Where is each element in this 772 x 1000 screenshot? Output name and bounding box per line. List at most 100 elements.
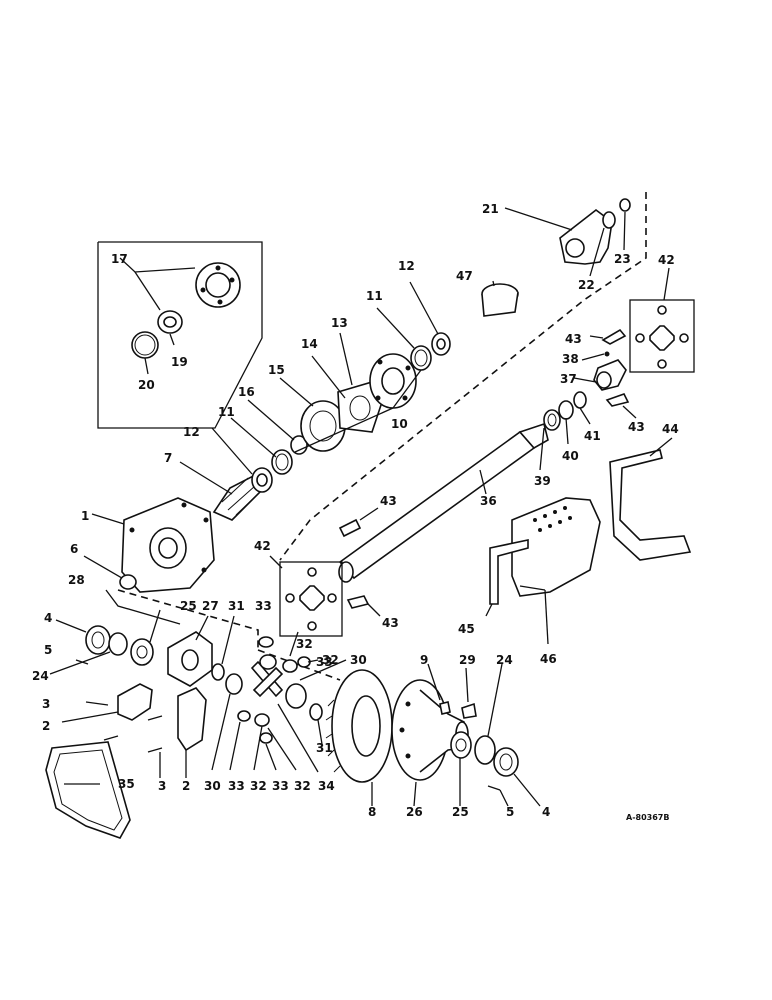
u-joint-inset-top	[629, 267, 695, 373]
callout-8: 8	[368, 805, 376, 819]
cup-11-right	[410, 345, 432, 371]
carrier-housing-1	[91, 497, 215, 593]
callout-44: 44	[662, 422, 679, 436]
callout-33-right: 33	[316, 655, 333, 669]
callout-33-lower: 33	[272, 779, 289, 793]
nut-6	[83, 555, 137, 590]
pinion-32-top	[259, 654, 277, 670]
ring-41	[573, 391, 587, 409]
side-gear-30-right	[285, 683, 307, 709]
callout-29: 29	[459, 653, 476, 667]
callout-10: 10	[391, 417, 408, 431]
bolt-3-upper	[85, 701, 109, 706]
drive-shaft-36	[338, 422, 549, 583]
callout-31-right: 31	[316, 741, 333, 755]
callout-24-right: 24	[496, 653, 513, 667]
callout-28: 28	[68, 573, 85, 587]
callout-2-lower: 2	[182, 779, 190, 793]
clip-43-shaft-upper	[338, 507, 379, 538]
bolt-3-lower	[147, 747, 163, 753]
callout-43-right: 43	[628, 420, 645, 434]
callout-25-left: 25	[180, 599, 197, 613]
callout-5-right: 5	[506, 805, 514, 819]
seal-19	[157, 310, 183, 334]
shim-15	[300, 400, 346, 452]
callout-35: 35	[118, 777, 135, 791]
gasket-35	[45, 741, 131, 839]
bushing-47	[481, 283, 519, 317]
callout-1: 1	[81, 509, 89, 523]
washer-22	[602, 211, 616, 229]
lock-29	[461, 667, 477, 719]
callout-45: 45	[458, 622, 475, 636]
cup-24-right	[474, 663, 503, 765]
callout-43-top: 43	[565, 332, 582, 346]
callout-37: 37	[560, 372, 577, 386]
callout-43-shaft-upper: 43	[380, 494, 397, 508]
callout-33-top: 33	[255, 599, 272, 613]
callout-labels: 17 19 20 12 47 21 22 23 42 43 38 37 43 4…	[32, 202, 679, 822]
washer-40	[558, 400, 574, 420]
callout-25-right: 25	[452, 805, 469, 819]
callout-20: 20	[138, 378, 155, 392]
adjuster-4-right	[493, 747, 541, 807]
nut-23	[619, 198, 631, 212]
figure-id: A-80367B	[626, 813, 669, 822]
callout-30-right: 30	[350, 653, 367, 667]
washer-33-top	[258, 636, 274, 648]
callout-5-left: 5	[44, 643, 52, 657]
callout-42-top: 42	[658, 253, 675, 267]
callout-32-left: 32	[250, 779, 267, 793]
washer-33-left	[237, 710, 251, 722]
callout-9: 9	[420, 653, 428, 667]
callout-16: 16	[238, 385, 255, 399]
callout-14: 14	[301, 337, 318, 351]
pinion-cage-10	[369, 353, 417, 409]
callout-4-left: 4	[44, 611, 52, 625]
callout-11-left: 11	[218, 405, 235, 419]
callout-43-shaft-lower: 43	[382, 616, 399, 630]
callout-11-top: 11	[366, 289, 383, 303]
callout-36: 36	[480, 494, 497, 508]
callout-4-right: 4	[542, 805, 550, 819]
callout-34: 34	[318, 779, 335, 793]
tube-28	[105, 589, 181, 625]
clip-43-shaft-lower	[346, 595, 381, 617]
bearing-12-right	[431, 332, 451, 356]
washer-31-right	[309, 703, 323, 721]
callout-32-right: 32	[322, 653, 339, 667]
callout-23: 23	[614, 252, 631, 266]
washer-31	[211, 663, 225, 681]
bearing-12-left	[251, 467, 273, 493]
clip-43-top	[589, 328, 627, 345]
callout-33-left: 33	[228, 779, 245, 793]
clip-43-right	[605, 393, 637, 419]
o-ring-20	[131, 331, 159, 359]
callout-31-top: 31	[228, 599, 245, 613]
callout-3-lower: 3	[158, 779, 166, 793]
screw-5-right	[487, 785, 501, 791]
callout-7: 7	[164, 451, 172, 465]
callout-26: 26	[406, 805, 423, 819]
callout-47: 47	[456, 269, 473, 283]
fitting-38	[604, 351, 610, 357]
cap-2-lower	[177, 687, 207, 778]
callout-32-lower: 32	[294, 779, 311, 793]
side-gear-30-left	[211, 673, 243, 771]
shield-46	[511, 497, 601, 645]
spider-34	[250, 660, 319, 773]
seal-ring-17	[195, 262, 241, 308]
callout-13: 13	[331, 316, 348, 330]
callout-12-top: 12	[398, 259, 415, 273]
callout-21: 21	[482, 202, 499, 216]
callout-17: 17	[111, 252, 128, 266]
shim-16	[290, 435, 308, 455]
callout-12-left: 12	[183, 425, 200, 439]
callout-30-left: 30	[204, 779, 221, 793]
callout-2-left: 2	[42, 719, 50, 733]
cone-25-left	[130, 609, 161, 666]
screw-5-left	[75, 659, 89, 665]
callout-6: 6	[70, 542, 78, 556]
u-joint-inset-lower	[269, 555, 343, 637]
